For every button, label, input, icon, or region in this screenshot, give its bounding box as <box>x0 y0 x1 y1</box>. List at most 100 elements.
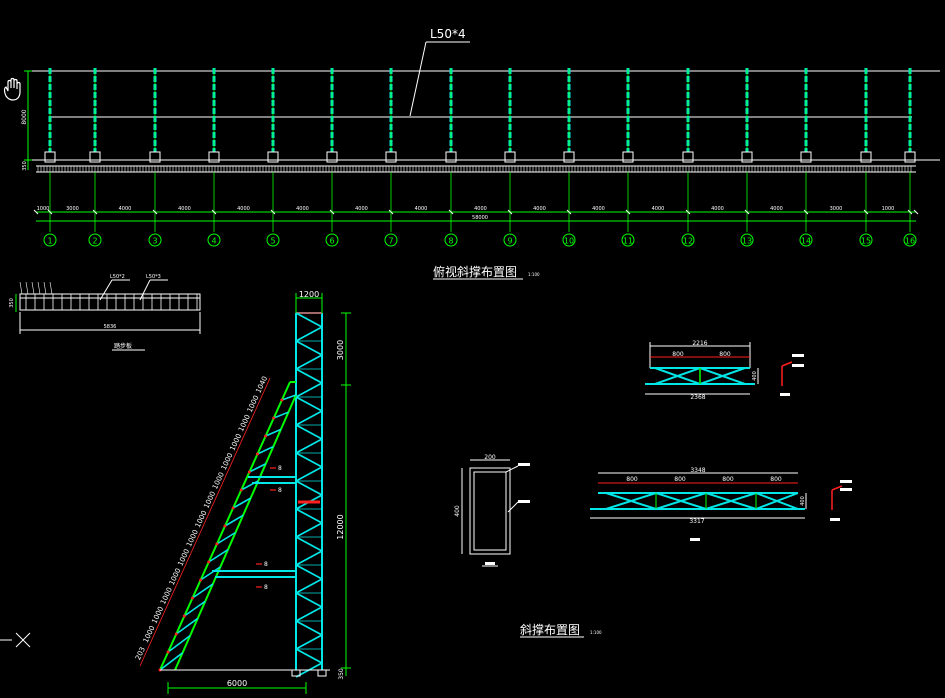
span-dim-6: 4000 <box>296 206 309 212</box>
axis-label-1: 1 <box>47 237 52 246</box>
axis-label-10: 10 <box>564 237 574 246</box>
axis-label-4: 4 <box>211 237 216 246</box>
column-base-6 <box>326 151 338 163</box>
axis-label-2: 2 <box>92 237 97 246</box>
tower-mid-height: 12000 <box>336 514 345 539</box>
axis-bubble-2 <box>88 233 102 247</box>
axis-bubble-9 <box>503 233 517 247</box>
section-tag-group: 8 8 8 8 <box>256 465 282 591</box>
column-base-4 <box>208 151 220 163</box>
axis-bubble-8 <box>444 233 458 247</box>
step-label-right: L50*3 <box>146 274 161 280</box>
column-base-5 <box>267 151 279 163</box>
tower-top-width: 1200 <box>299 290 319 299</box>
total-dim: 58000 <box>472 215 488 221</box>
truss-detail-b: 3348 800 800 800 800 400 3317 <box>590 467 852 541</box>
span-dim-8: 4000 <box>415 206 428 212</box>
section-width-dim: 200 <box>484 454 496 461</box>
top-view-title: 俯视斜撑布置图 <box>433 264 517 279</box>
section-tag-1: 8 <box>278 465 282 472</box>
column-base-9 <box>504 151 516 163</box>
span-dim-1: 1000 <box>37 206 50 212</box>
section-tag-3: 8 <box>264 561 268 568</box>
side-view-scale: 1:100 <box>590 630 602 635</box>
axis-label-5: 5 <box>270 237 275 246</box>
axis-label-12: 12 <box>683 237 693 246</box>
axis-bubble-15 <box>859 233 873 247</box>
span-dim-16: 1000 <box>882 206 895 212</box>
detail-a-top-dim: 2216 <box>692 340 707 347</box>
span-dim-4: 4000 <box>178 206 191 212</box>
axis-label-6: 6 <box>329 237 334 246</box>
axis-bubble-13 <box>740 233 754 247</box>
section-tag-2: 8 <box>278 487 282 494</box>
span-dim-13: 4000 <box>711 206 724 212</box>
axis-label-3: 3 <box>152 237 157 246</box>
axis-bubble-10 <box>562 233 576 247</box>
span-dim-3: 4000 <box>119 206 132 212</box>
base-hatch-strip <box>36 166 916 173</box>
span-dim-10: 4000 <box>533 206 546 212</box>
axis-label-14: 14 <box>801 237 811 246</box>
column-base-16 <box>904 151 916 163</box>
span-dim-12: 4000 <box>652 206 665 212</box>
step-length-dim: 5836 <box>104 324 117 330</box>
axis-bubble-14 <box>799 233 813 247</box>
column-base-7 <box>385 151 397 163</box>
hand-pan-icon[interactable] <box>3 77 21 101</box>
axis-bubble-12 <box>681 233 695 247</box>
span-dimension-chain: 1000 3000 4000 4000 4000 4000 4000 4000 4000 4000… <box>33 206 919 215</box>
tower-top-height: 3000 <box>336 340 345 360</box>
column-base-11 <box>622 151 634 163</box>
axis-bubble-1 <box>43 233 57 247</box>
column-base-14 <box>800 151 812 163</box>
axis-label-11: 11 <box>623 237 633 246</box>
axis-label-15: 15 <box>861 237 871 246</box>
top-base-dim: 350 <box>22 161 28 171</box>
top-height-dim: 8000 <box>21 109 28 124</box>
member-label: L50*4 <box>430 27 466 41</box>
step-caption: 踏步板 <box>114 342 132 350</box>
detail-b-sub-3: 800 <box>722 476 734 483</box>
axis-bubble-5 <box>266 233 280 247</box>
column-base-8 <box>445 151 457 163</box>
truss-detail-a: 2216 800 800 400 2368 <box>645 340 804 401</box>
axis-bubble-16 <box>903 233 917 247</box>
section-height-dim: 400 <box>454 505 461 517</box>
top-view: 8000 350 L50*4 1000 3000 4000 4000 4000 4000 4… <box>21 27 940 280</box>
axis-bubble-6 <box>325 233 339 247</box>
axis-label-9: 9 <box>507 237 512 246</box>
axis-label-16: 16 <box>905 237 915 246</box>
detail-a-sub-1: 800 <box>672 351 684 358</box>
step-height-dim: 350 <box>9 298 15 308</box>
detail-b-height: 400 <box>800 496 806 506</box>
step-label-left: L50*2 <box>110 274 125 280</box>
detail-a-sub-2: 800 <box>719 351 731 358</box>
axis-bubble-11 <box>621 233 635 247</box>
column-group <box>44 68 916 232</box>
span-dim-11: 4000 <box>592 206 605 212</box>
column-base-10 <box>563 151 575 163</box>
detail-b-sub-2: 800 <box>674 476 686 483</box>
detail-a-height: 400 <box>752 371 758 381</box>
column-base-13 <box>741 151 753 163</box>
span-dim-5: 4000 <box>237 206 250 212</box>
detail-b-top-dim: 3348 <box>690 467 705 474</box>
detail-b-bottom-dim: 3317 <box>689 518 704 525</box>
axis-label-7: 7 <box>388 237 393 246</box>
tower-bottom-width: 6000 <box>227 679 247 688</box>
detail-b-sub-4: 800 <box>770 476 782 483</box>
column-base-3 <box>149 151 161 163</box>
section-tag-4: 8 <box>264 584 268 591</box>
span-dim-15: 3000 <box>830 206 843 212</box>
span-dim-7: 4000 <box>355 206 368 212</box>
axis-bubble-4 <box>207 233 221 247</box>
step-plate-view: 350 5836 L50*2 L50*3 踏步板 <box>9 274 201 351</box>
span-dim-9: 4000 <box>474 206 487 212</box>
section-box-detail: 200 400 <box>454 454 530 567</box>
column-base-1 <box>44 151 56 163</box>
detail-a-bottom-dim: 2368 <box>690 394 705 401</box>
top-view-scale: 1:100 <box>528 272 540 277</box>
